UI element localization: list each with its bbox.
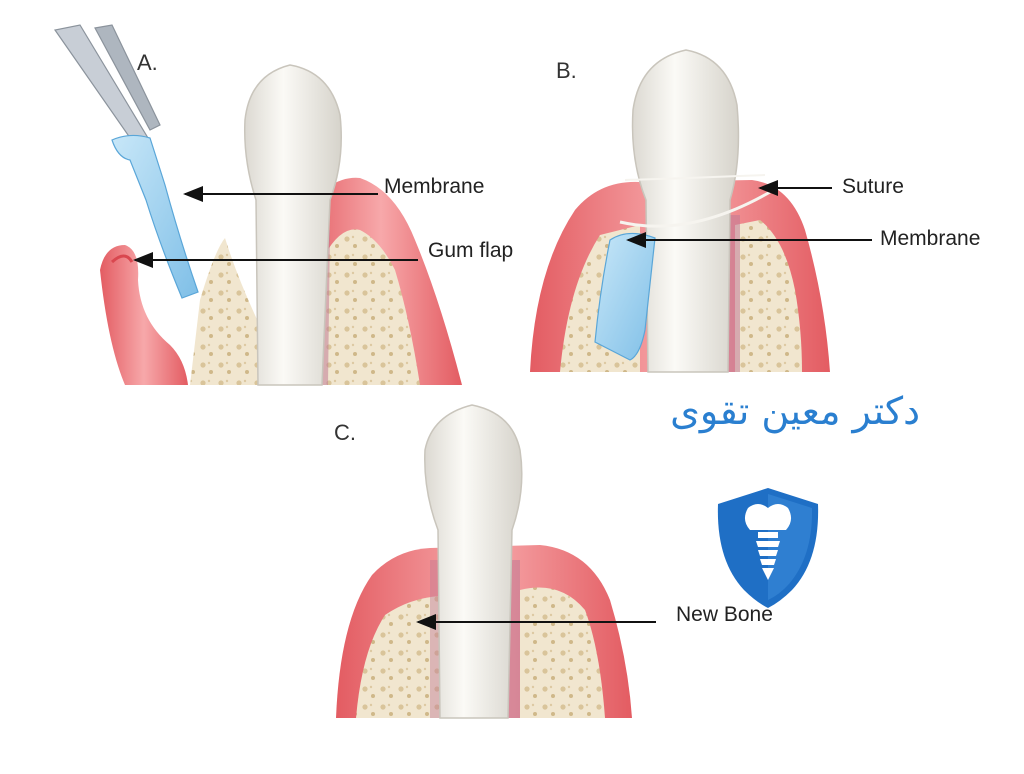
- panel-c-new-bone-label: New Bone: [676, 603, 773, 626]
- tooth-implant-shield-icon: [717, 488, 819, 608]
- panel-b-suture: [619, 190, 771, 228]
- panel-a-letter: A.: [137, 50, 158, 75]
- panel-a-illustration: [53, 24, 462, 386]
- panel-a-gum-flap: [100, 245, 188, 385]
- panel-c-bone-right: [520, 587, 605, 718]
- panel-a-membrane: [111, 134, 199, 299]
- panel-c-letter: C.: [334, 420, 356, 445]
- panel-a-tooth: [244, 64, 342, 386]
- panel-b-suture-label: Suture: [842, 175, 904, 198]
- panel-a-gum-flap-label: Gum flap: [428, 239, 514, 262]
- panel-b-illustration: [530, 49, 872, 373]
- panel-b-tooth: [631, 49, 740, 373]
- panel-a-bone-left: [190, 238, 265, 385]
- brand-name: دکتر معین تقوی: [670, 389, 920, 433]
- panel-b-letter: B.: [556, 58, 577, 83]
- panel-b-bone-right: [735, 220, 802, 372]
- panel-b-membrane-label: Membrane: [880, 227, 981, 250]
- panel-a-membrane-label: Membrane: [384, 175, 485, 198]
- panel-a-bone: [320, 229, 420, 385]
- panel-c-tooth: [424, 404, 523, 719]
- panel-c-illustration: [336, 404, 656, 719]
